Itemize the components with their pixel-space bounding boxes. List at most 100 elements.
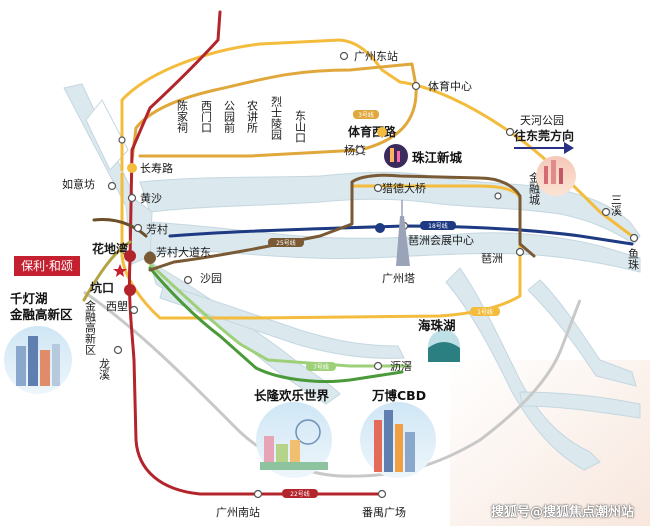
station-pazhou: 琶洲会展中心: [408, 234, 474, 247]
station-pazhou-short: 琶洲: [481, 252, 503, 265]
line-tag-line22: 22号线: [282, 489, 318, 498]
transfer-huadiwan: [124, 250, 136, 262]
node-xilang: [129, 305, 139, 315]
station-lijiao: 沥滘: [390, 360, 412, 373]
node-sanxi: [601, 207, 611, 217]
zhujiang-badge: [384, 144, 408, 168]
node-longxi: [113, 345, 123, 355]
chimelong-badge: [256, 402, 332, 478]
transfer-changshou: [127, 163, 137, 173]
line-tag-line7: 7号线: [306, 362, 336, 371]
station-chenjiaci: 陈家祠: [176, 99, 189, 134]
line7: [148, 262, 412, 368]
transfer-fangcun-east: [144, 252, 156, 264]
station-xilang: 西塱: [106, 299, 128, 313]
vertical-labels: 陈家祠 西门口 公园前 农讲所 烈士陵园 东山口 金融高新区 龙溪 三溪 鱼珠 …: [84, 95, 640, 381]
station-kengkou: 坑口: [90, 280, 114, 295]
station-huadiwan: 花地湾: [92, 241, 128, 256]
line-tag-line7-text: 7号线: [313, 363, 329, 371]
line-tag-line18-text: 18号线: [428, 222, 448, 230]
poly-logo: 保利·和颂: [14, 256, 80, 276]
poly-logo-text: 保利·和颂: [21, 259, 73, 273]
node-shayuan: [183, 275, 193, 285]
direction-arrow: 往东莞方向: [514, 128, 574, 154]
node-fangcun: [133, 223, 143, 233]
watermark: 搜狐号@搜狐焦点潮州站: [490, 505, 634, 520]
station-labels: 广州东站 体育中心 天河公园 体育西路 杨箕 长寿路 如意坊 黄沙 猎德大桥 芳…: [62, 49, 564, 519]
poly-star-icon: [113, 264, 127, 277]
river-east-lower: [519, 391, 641, 419]
line-tag-line18: 18号线: [420, 221, 456, 230]
wanbo-badge: [360, 402, 436, 478]
station-tianhe-park: 天河公园: [520, 114, 564, 127]
transfer-pazhou: [375, 223, 385, 233]
line-tag-line25-text: 25号线: [276, 239, 296, 247]
node-tianhe-park: [505, 127, 515, 137]
station-huangsha: 黄沙: [140, 191, 162, 205]
node-guangzhou-east: [339, 51, 349, 61]
station-liededaqiao: 猎德大桥: [382, 181, 426, 195]
station-lieshi: 烈士陵园: [270, 95, 283, 141]
station-guangzhou-east: 广州东站: [354, 49, 398, 63]
finance-city-badge: [536, 156, 576, 196]
line-tag-line1-text: 1号线: [477, 308, 493, 316]
line-tag-line3-text: 3号线: [358, 111, 374, 119]
station-nongjiangsuo: 农讲所: [246, 99, 259, 134]
line-ring: [83, 290, 582, 478]
landmark-chimelong: 长隆欢乐世界: [254, 388, 330, 403]
station-shayuan: 沙园: [200, 272, 222, 285]
node-huangsha: [127, 193, 137, 203]
district-line1: 千灯湖: [10, 291, 48, 306]
line3: [130, 62, 418, 162]
node-panyu-square: [377, 489, 387, 499]
station-jinlong: 金融高新区: [84, 299, 97, 355]
station-longxi: 龙溪: [98, 358, 111, 381]
node-lijiao: [373, 361, 383, 371]
line2: [127, 10, 382, 496]
node-tiyu-center: [411, 81, 421, 91]
landmark-wanbo: 万博CBD: [371, 388, 426, 403]
landmark-canton-tower: 广州塔: [382, 272, 415, 285]
district-badge: [4, 326, 72, 394]
direction-label: 往东莞方向: [514, 128, 574, 143]
line-tag-line25: 25号线: [268, 238, 304, 247]
landmark-haizhu-lake: 海珠湖: [418, 318, 456, 333]
canton-tower: [396, 200, 410, 266]
river-south: [149, 221, 641, 273]
transfer-tiyuxi: [377, 127, 387, 137]
line-guangfo: [82, 240, 132, 302]
river-west-loop: [85, 99, 129, 171]
river-east-arm: [527, 279, 637, 387]
line-tag-line3: 3号线: [353, 110, 379, 119]
station-guangzhou-south: 广州南站: [216, 505, 260, 519]
line4: [148, 266, 404, 383]
river-channel: [159, 283, 405, 359]
line-dark-west: [92, 218, 148, 238]
line-ring-north: [120, 38, 634, 238]
line25: [148, 173, 536, 272]
station-fangcun: 芳村: [146, 222, 168, 236]
node-yuzhu: [629, 233, 639, 243]
station-panyu-square: 番禺广场: [362, 505, 406, 519]
station-sanxi: 三溪: [610, 194, 623, 217]
station-tiyu-center: 体育中心: [428, 79, 472, 93]
river-southeast: [445, 267, 601, 471]
station-ximenkou: 西门口: [200, 100, 213, 133]
node-ring-b: [494, 192, 502, 200]
station-tiyu-west: 体育西路: [348, 124, 397, 139]
station-dongshankou: 东山口: [294, 110, 307, 143]
station-gongyuanqian: 公园前: [223, 100, 236, 134]
node-liedeqiao: [373, 183, 383, 193]
landmark-zhujiang-newtown: 珠江新城: [412, 150, 463, 165]
node-ruyifang: [107, 181, 117, 191]
node-pazhou-short: [515, 247, 525, 257]
transfer-kengkou: [124, 284, 136, 296]
node-yangji: [355, 145, 365, 155]
node-guangzhou-south: [253, 489, 263, 499]
station-ruyifang: 如意坊: [62, 177, 95, 191]
haizhu-badge: [428, 330, 460, 362]
station-fangcun-dadaodong: 芳村大道东: [156, 245, 211, 259]
district-line2: 金融高新区: [9, 307, 73, 322]
